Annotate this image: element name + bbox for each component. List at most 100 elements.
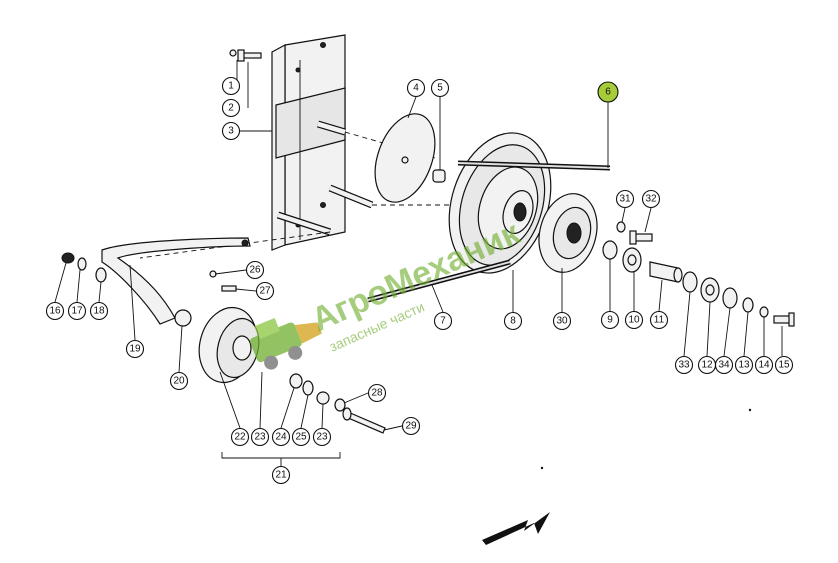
svg-text:10: 10 bbox=[628, 315, 640, 326]
leader-lines bbox=[54, 60, 783, 431]
callout-23: 23 bbox=[250, 427, 270, 447]
svg-text:12: 12 bbox=[701, 360, 713, 371]
direction-arrow-icon bbox=[482, 512, 550, 545]
svg-text:22: 22 bbox=[234, 432, 246, 443]
circlip-34 bbox=[722, 287, 738, 309]
svg-text:3: 3 bbox=[228, 126, 234, 137]
callout-34: 34 bbox=[714, 355, 734, 375]
nut-5 bbox=[432, 169, 446, 183]
svg-text:1: 1 bbox=[228, 81, 234, 92]
svg-text:9: 9 bbox=[607, 315, 613, 326]
svg-text:16: 16 bbox=[49, 306, 61, 317]
svg-text:19: 19 bbox=[129, 344, 141, 355]
callout-29: 29 bbox=[401, 416, 421, 436]
svg-text:24: 24 bbox=[275, 432, 287, 443]
svg-text:33: 33 bbox=[678, 360, 690, 371]
svg-text:6: 6 bbox=[605, 87, 611, 98]
v-belt bbox=[367, 160, 611, 303]
svg-text:18: 18 bbox=[93, 306, 105, 317]
callout-10: 10 bbox=[624, 310, 644, 330]
callout-17: 17 bbox=[67, 301, 87, 321]
harvester-logo bbox=[249, 318, 322, 370]
callout-11: 11 bbox=[649, 310, 669, 330]
idler-pulley bbox=[198, 306, 260, 384]
svg-text:27: 27 bbox=[259, 286, 271, 297]
svg-text:11: 11 bbox=[654, 315, 665, 326]
callout-28: 28 bbox=[367, 383, 387, 403]
callout-27: 27 bbox=[255, 281, 275, 301]
callout-19: 19 bbox=[125, 339, 145, 359]
svg-text:21: 21 bbox=[275, 470, 287, 481]
svg-text:23: 23 bbox=[254, 432, 266, 443]
svg-text:14: 14 bbox=[758, 360, 770, 371]
washer-31 bbox=[616, 221, 626, 233]
callout-24: 24 bbox=[271, 427, 291, 447]
svg-text:25: 25 bbox=[295, 432, 307, 443]
callout-1: 1 bbox=[221, 76, 241, 96]
callout-23-b: 23 bbox=[312, 427, 332, 447]
svg-text:20: 20 bbox=[173, 376, 185, 387]
ring-25 bbox=[302, 380, 314, 396]
washer-18 bbox=[95, 267, 107, 283]
svg-text:8: 8 bbox=[510, 316, 516, 327]
group-bracket-21 bbox=[221, 452, 341, 466]
bolt-32 bbox=[629, 230, 653, 245]
washer-28 bbox=[334, 398, 346, 412]
callout-31: 31 bbox=[615, 189, 635, 209]
svg-text:28: 28 bbox=[371, 388, 383, 399]
bolt-27 bbox=[221, 285, 237, 292]
nut-23 bbox=[316, 391, 330, 405]
callout-22: 22 bbox=[230, 427, 250, 447]
callout-8: 8 bbox=[503, 311, 523, 331]
nut-16 bbox=[61, 252, 75, 264]
circlip-33 bbox=[682, 271, 698, 293]
bolt-15 bbox=[773, 312, 795, 327]
washer-14 bbox=[759, 306, 769, 318]
svg-text:34: 34 bbox=[718, 360, 730, 371]
callout-12: 12 bbox=[697, 355, 717, 375]
svg-text:4: 4 bbox=[413, 83, 419, 94]
callout-18: 18 bbox=[89, 301, 109, 321]
callout-14: 14 bbox=[754, 355, 774, 375]
callout-6-highlighted: 6 bbox=[597, 81, 619, 103]
callout-15: 15 bbox=[774, 355, 794, 375]
spacer-20 bbox=[174, 309, 192, 327]
callout-21: 21 bbox=[271, 465, 291, 485]
svg-text:5: 5 bbox=[437, 83, 443, 94]
callout-25: 25 bbox=[291, 427, 311, 447]
svg-text:26: 26 bbox=[249, 265, 261, 276]
bolt-29 bbox=[342, 407, 386, 434]
bearing-24 bbox=[289, 373, 303, 389]
tension-arm bbox=[101, 237, 251, 325]
svg-text:17: 17 bbox=[71, 306, 83, 317]
callout-2: 2 bbox=[221, 98, 241, 118]
hub-30 bbox=[538, 193, 598, 273]
svg-text:23: 23 bbox=[316, 432, 328, 443]
main-pulley bbox=[448, 132, 552, 274]
bolt-1 bbox=[229, 49, 262, 62]
callout-3: 3 bbox=[221, 121, 241, 141]
callout-5: 5 bbox=[430, 78, 450, 98]
svg-text:30: 30 bbox=[556, 316, 568, 327]
svg-text:2: 2 bbox=[228, 103, 234, 114]
washer-13 bbox=[742, 297, 754, 313]
svg-text:7: 7 bbox=[440, 316, 446, 327]
callout-9: 9 bbox=[600, 310, 620, 330]
mounting-bracket bbox=[271, 34, 374, 251]
ring-9 bbox=[602, 240, 618, 260]
callout-30: 30 bbox=[552, 311, 572, 331]
svg-text:13: 13 bbox=[738, 360, 750, 371]
svg-text:32: 32 bbox=[645, 194, 657, 205]
callout-20: 20 bbox=[169, 371, 189, 391]
callout-7: 7 bbox=[433, 311, 453, 331]
washer-17 bbox=[77, 257, 87, 271]
svg-text:29: 29 bbox=[405, 421, 417, 432]
sleeve-11 bbox=[649, 261, 683, 283]
callout-13: 13 bbox=[734, 355, 754, 375]
callout-26: 26 bbox=[245, 260, 265, 280]
svg-text:15: 15 bbox=[778, 360, 790, 371]
callout-32: 32 bbox=[641, 189, 661, 209]
svg-text:31: 31 bbox=[619, 194, 631, 205]
callout-16: 16 bbox=[45, 301, 65, 321]
